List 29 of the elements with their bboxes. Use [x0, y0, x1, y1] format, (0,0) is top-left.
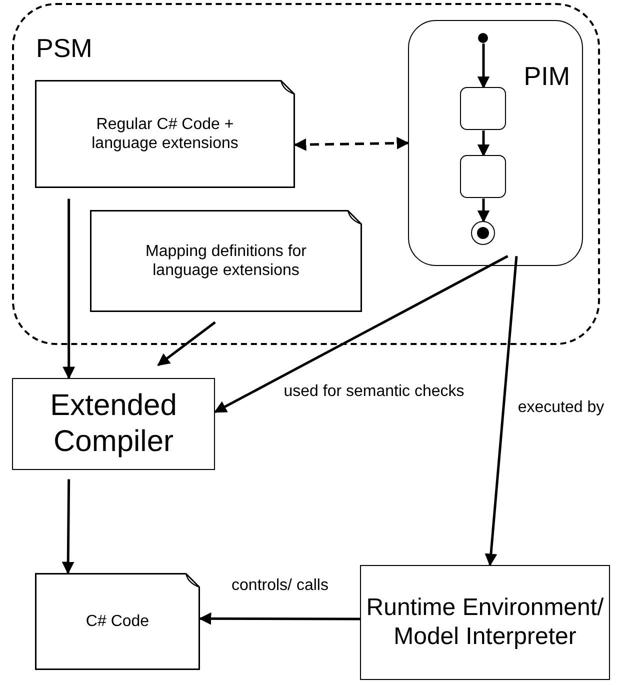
region-title: PSM: [36, 33, 92, 64]
process-label: Runtime Environment/ Model Interpreter: [365, 594, 605, 652]
container-title: PIM: [524, 61, 570, 92]
arrow: [157, 321, 216, 366]
note-shape: [35, 80, 295, 188]
state-box: [460, 155, 506, 198]
process-box: [12, 378, 215, 470]
psm-region: [12, 3, 600, 345]
arrow: [214, 255, 508, 414]
note-shape: [90, 210, 362, 312]
dashed-arrow: [294, 136, 410, 151]
arrow: [62, 198, 76, 380]
process-label: Extended Compiler: [49, 388, 178, 460]
arrow: [198, 612, 360, 625]
process-box: [360, 565, 610, 680]
edge-label: executed by: [516, 398, 606, 418]
start-node: [478, 33, 488, 43]
arrow: [62, 479, 74, 574]
arrow: [477, 130, 490, 157]
arrow: [484, 256, 518, 566]
note-text: C# Code: [86, 612, 150, 632]
arrow: [477, 44, 490, 89]
pim-container: [408, 20, 583, 266]
end-node: [471, 221, 495, 245]
arrow: [477, 198, 490, 223]
state-box: [460, 87, 506, 130]
note-text: Mapping definitions for language extensions: [144, 242, 308, 280]
note-shape: [35, 573, 200, 670]
note-text: Regular C# Code + language extensions: [90, 114, 240, 154]
